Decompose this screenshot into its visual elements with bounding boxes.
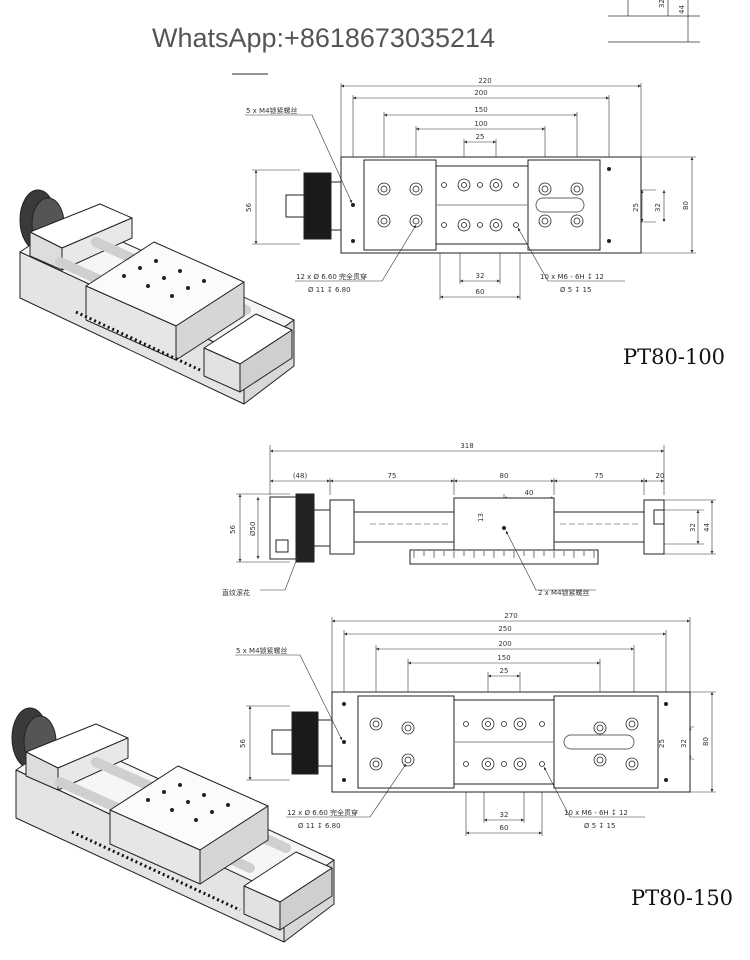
side-dim-40: 40 [525, 489, 534, 497]
note2-thread-holes: 10 x M6 - 6H ↧ 12 [564, 809, 628, 817]
note2-through-holes: 12 x Ø 6.60 完全贯穿 [287, 808, 358, 817]
isometric-stage-view-2 [11, 707, 335, 943]
dim2-32: 32 [500, 811, 509, 819]
dim2-25: 25 [500, 667, 509, 675]
dim-100: 100 [474, 120, 487, 128]
side-dim-44: 44 [703, 523, 711, 532]
side-dim-318: 318 [460, 442, 473, 450]
side-scale-ticks [413, 551, 595, 558]
note2-thread-depth: Ø 5 ↧ 15 [584, 822, 615, 830]
isometric-top-holes-1 [122, 259, 206, 298]
isometric-top-holes-2 [146, 783, 230, 822]
plan-view-pt80-150 [235, 617, 716, 836]
dim2-250: 250 [498, 625, 511, 633]
corner-dimension-fragment [608, 0, 700, 43]
note-side-lock-screws: 2 x M4锁紧螺丝 [538, 588, 590, 597]
note-lock-screws: 5 x M4锁紧螺丝 [246, 106, 298, 115]
dim-25: 25 [476, 133, 485, 141]
corner-dim-44: 44 [678, 5, 686, 14]
dim-32-vertical: 32 [654, 203, 662, 212]
isometric-stage-view-1 [19, 189, 295, 405]
dim-56: 56 [245, 203, 253, 212]
dim2-200: 200 [498, 640, 511, 648]
side-dim-13: 13 [477, 513, 485, 522]
side-dim-32: 32 [689, 523, 697, 532]
side-dim-dia-50: Ø50 [249, 522, 257, 536]
dim2-80: 80 [702, 737, 710, 746]
note2-counterbore: Ø 11 ↧ 6.80 [298, 822, 341, 830]
dim2-25-vertical: 25 [658, 739, 666, 748]
side-dim-56: 56 [229, 525, 237, 534]
side-dim-80: 80 [500, 472, 509, 480]
side-dim-48: (48) [293, 472, 308, 480]
dim2-60: 60 [500, 824, 509, 832]
note-thread-depth: Ø 5 ↧ 15 [560, 286, 591, 294]
corner-dim-32: 32 [658, 0, 666, 8]
side-view [236, 445, 716, 591]
dim-32: 32 [476, 272, 485, 280]
whatsapp-contact: WhatsApp:+8618673035214 [152, 23, 495, 53]
dim2-56: 56 [239, 739, 247, 748]
dim-25-vertical: 25 [632, 203, 640, 212]
model-label-pt80-100: PT80-100 [623, 345, 725, 369]
dim2-150: 150 [497, 654, 510, 662]
note-knurled-knob: 直纹滚花 [222, 588, 250, 597]
side-dim-75-left: 75 [388, 472, 397, 480]
dim-200: 200 [474, 89, 487, 97]
note-thread-holes: 10 x M6 - 6H ↧ 12 [540, 273, 604, 281]
side-dim-75-right: 75 [595, 472, 604, 480]
note2-lock-screws: 5 x M4锁紧螺丝 [236, 646, 288, 655]
model-label-pt80-150: PT80-150 [631, 886, 733, 910]
dim2-32-vertical: 32 [680, 739, 688, 748]
side-dim-20: 20 [656, 472, 665, 480]
dim-150: 150 [474, 106, 487, 114]
note-counterbore: Ø 11 ↧ 6.80 [308, 286, 351, 294]
dim2-270: 270 [504, 612, 517, 620]
dim-220: 220 [478, 77, 491, 85]
dim-80: 80 [682, 201, 690, 210]
note-through-holes: 12 x Ø 6.60 完全贯穿 [296, 272, 367, 281]
plan-view-pt80-100 [245, 83, 696, 300]
dim-60: 60 [476, 288, 485, 296]
